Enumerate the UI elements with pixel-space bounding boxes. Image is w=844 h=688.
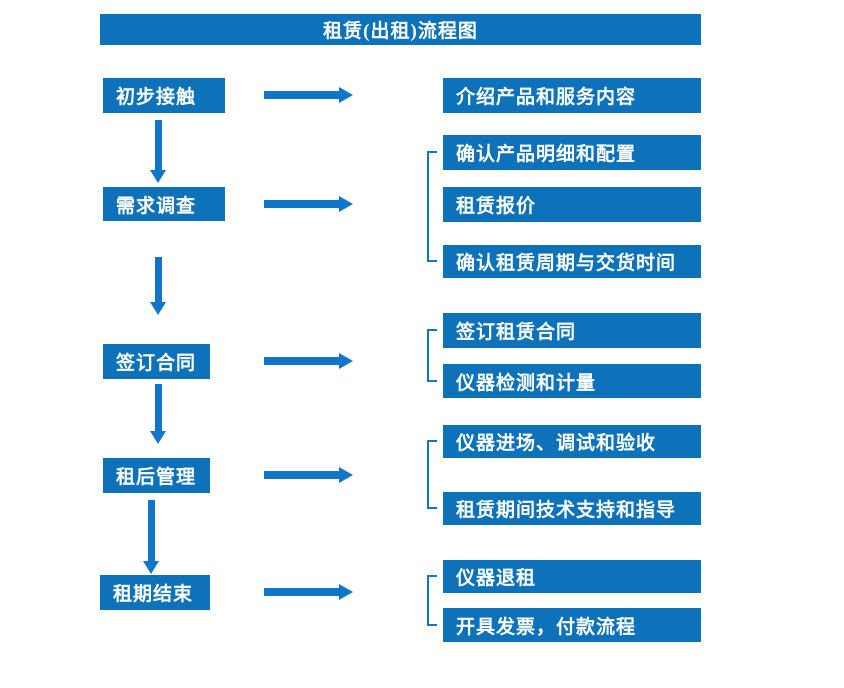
step-box-rental-end: 租期结束 xyxy=(100,575,210,610)
arrow-shaft xyxy=(155,384,162,432)
detail-box-confirm-period-delivery: 确认租赁周期与交货时间 xyxy=(443,245,701,278)
detail-box-instrument-return: 仪器退租 xyxy=(443,560,701,593)
arrow-down-icon xyxy=(150,384,167,444)
arrow-shaft xyxy=(264,588,340,596)
arrow-shaft xyxy=(264,91,340,99)
page-title: 租赁(出租)流程图 xyxy=(323,21,478,42)
detail-box-instrument-testing: 仪器检测和计量 xyxy=(443,364,701,398)
arrow-right-icon xyxy=(264,196,353,212)
detail-box-invoice-payment: 开具发票，付款流程 xyxy=(443,608,701,642)
arrow-shaft xyxy=(264,200,340,208)
arrow-shaft xyxy=(155,257,162,303)
detail-box-introduce-products: 介绍产品和服务内容 xyxy=(443,78,701,113)
arrow-shaft xyxy=(155,120,162,171)
step-box-post-rental-management: 租后管理 xyxy=(103,458,210,493)
arrow-head xyxy=(339,467,353,483)
arrow-head xyxy=(339,87,353,103)
group-bracket xyxy=(427,440,437,509)
arrow-down-icon xyxy=(143,500,160,574)
detail-box-sign-rental-contract: 签订租赁合同 xyxy=(443,313,701,348)
arrow-right-icon xyxy=(264,87,353,103)
step-box-sign-contract: 签订合同 xyxy=(103,344,210,379)
flowchart-title-bar: 租赁(出租)流程图 xyxy=(100,14,701,45)
arrow-down-icon xyxy=(150,120,167,183)
detail-box-technical-support: 租赁期间技术支持和指导 xyxy=(443,492,701,525)
arrow-shaft xyxy=(148,500,155,562)
arrow-shaft xyxy=(264,471,340,479)
arrow-head xyxy=(150,302,166,315)
arrow-head xyxy=(150,170,166,183)
detail-box-instrument-entry-acceptance: 仪器进场、调试和验收 xyxy=(443,425,701,458)
group-bracket xyxy=(427,151,437,262)
step-box-initial-contact: 初步接触 xyxy=(103,78,225,113)
arrow-right-icon xyxy=(264,353,353,369)
arrow-head xyxy=(339,584,353,600)
group-bracket xyxy=(427,329,437,382)
arrow-right-icon xyxy=(264,467,353,483)
arrow-shaft xyxy=(264,357,340,365)
group-bracket xyxy=(427,575,437,626)
arrow-head xyxy=(143,561,159,574)
detail-box-confirm-product-config: 确认产品明细和配置 xyxy=(443,135,701,170)
arrow-head xyxy=(339,353,353,369)
arrow-right-icon xyxy=(264,584,353,600)
arrow-down-icon xyxy=(150,257,167,315)
detail-box-rental-quotation: 租赁报价 xyxy=(443,187,701,222)
step-box-demand-survey: 需求调查 xyxy=(103,187,225,221)
arrow-head xyxy=(150,431,166,444)
arrow-head xyxy=(339,196,353,212)
